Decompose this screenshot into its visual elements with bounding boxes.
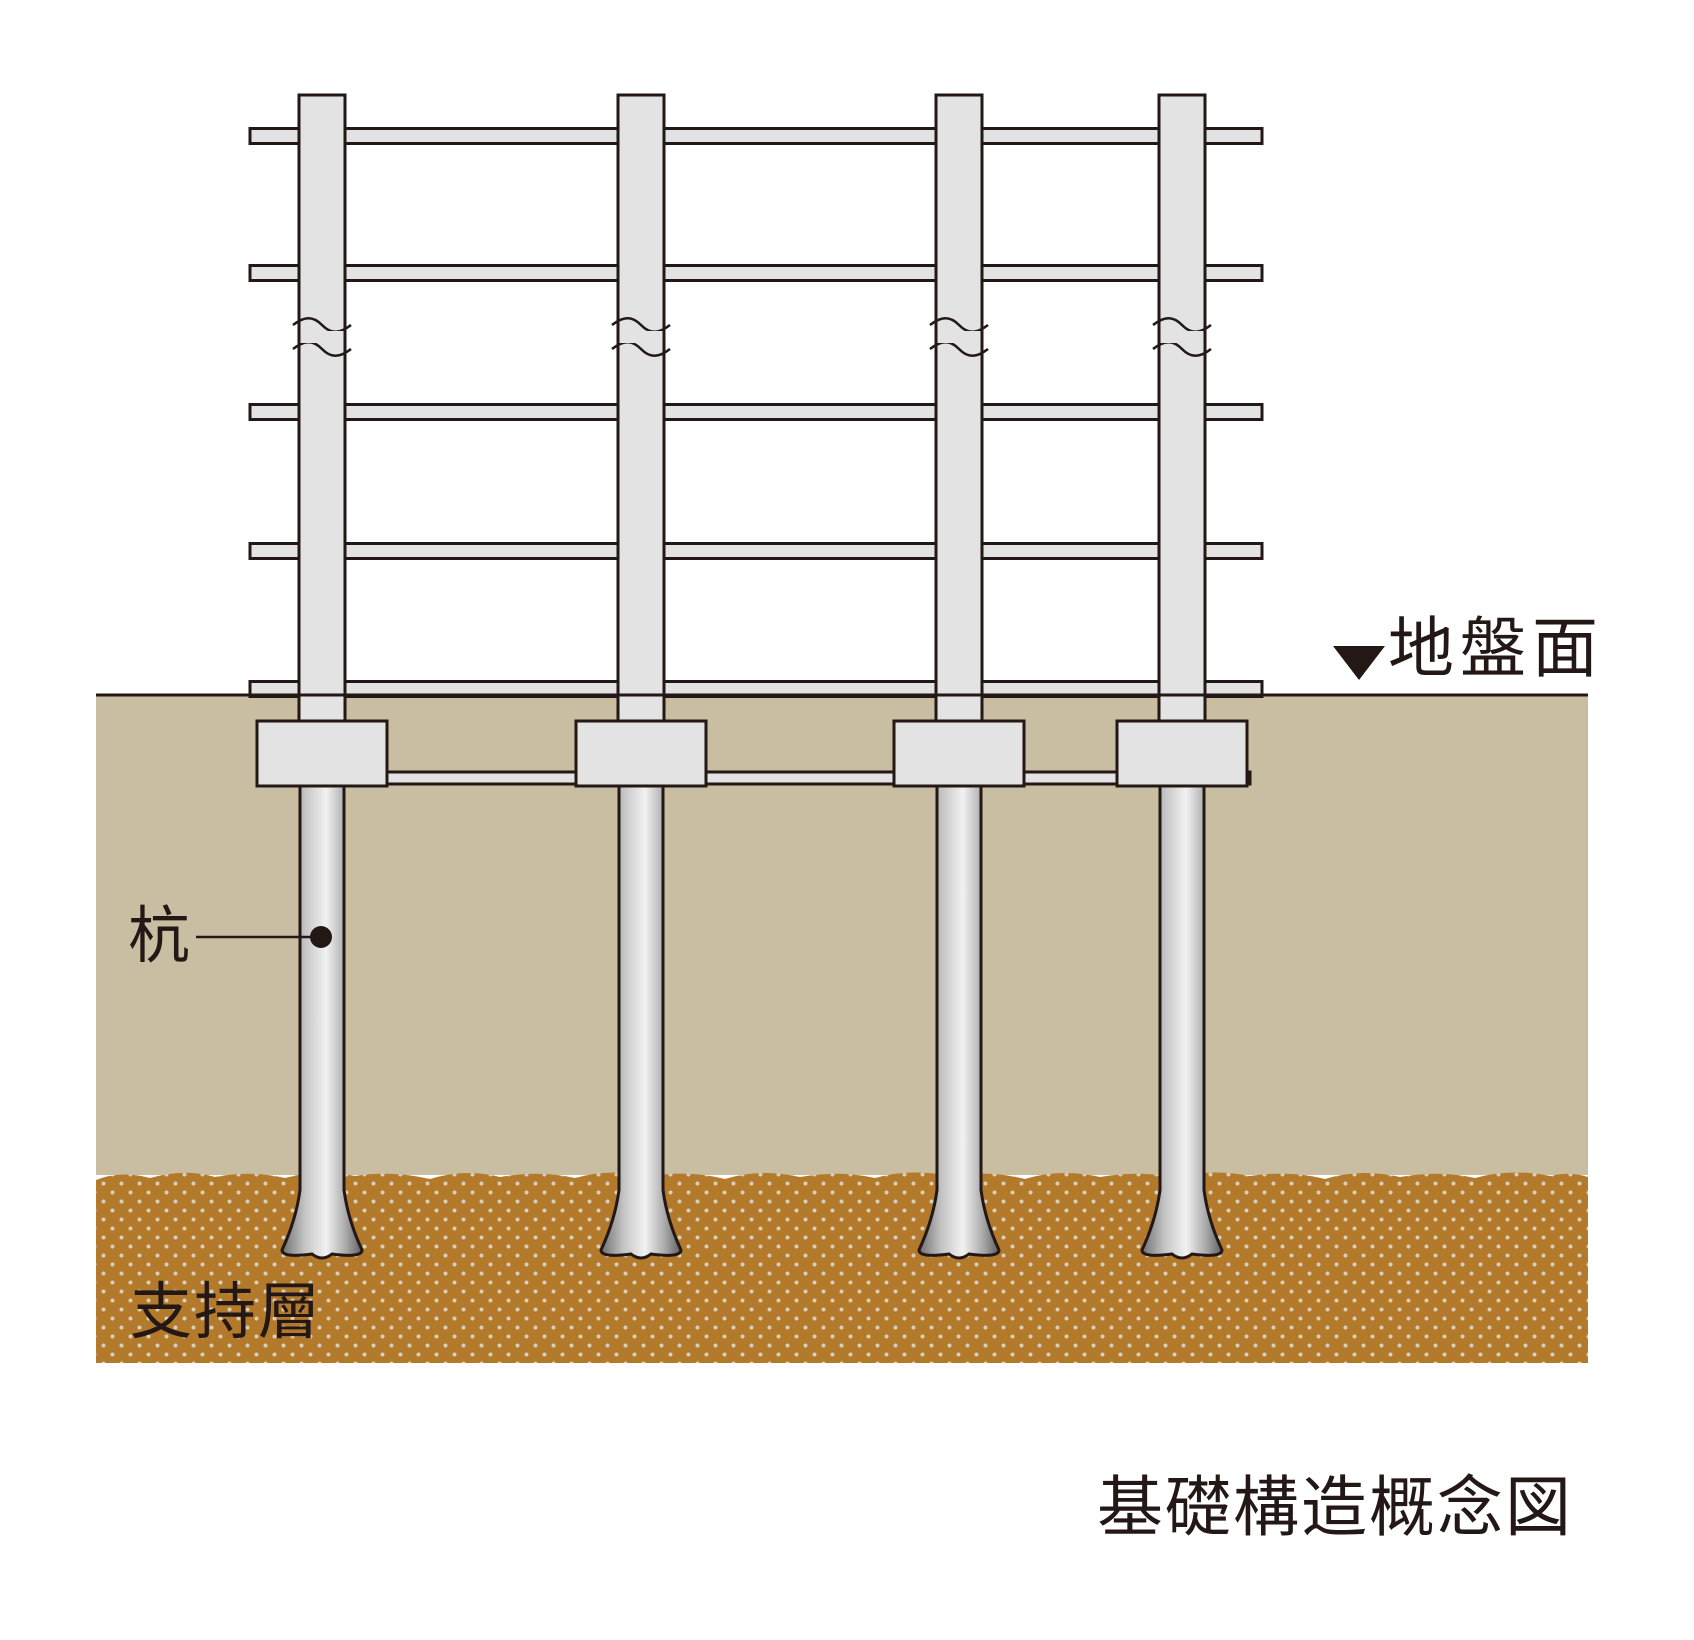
floor-beam bbox=[248, 542, 1264, 560]
wavy-break-icon bbox=[611, 341, 671, 357]
pile bbox=[280, 782, 364, 1260]
wavy-break-icon bbox=[292, 341, 352, 357]
bearing-layer-label: 支持層 bbox=[130, 1275, 322, 1348]
wavy-break-icon bbox=[611, 317, 671, 333]
pile bbox=[599, 782, 683, 1260]
pile-cap bbox=[892, 719, 1026, 788]
break-marks bbox=[292, 317, 1212, 357]
ground-surface-label: 地盤面 bbox=[1388, 610, 1604, 687]
floor-beam bbox=[248, 127, 1264, 145]
pile-cap bbox=[1115, 719, 1249, 788]
pile bbox=[1140, 782, 1224, 1260]
column bbox=[934, 93, 984, 732]
break-gap bbox=[1160, 331, 1204, 343]
column bbox=[1157, 93, 1207, 732]
wavy-break-icon bbox=[292, 317, 352, 333]
wavy-break-icon bbox=[1152, 317, 1212, 333]
floor-beam bbox=[248, 264, 1264, 282]
foundation bbox=[255, 719, 1252, 1260]
pile-cap bbox=[255, 719, 389, 788]
pile-label: 杭 bbox=[128, 899, 190, 972]
break-gap bbox=[300, 331, 344, 343]
pile-cap bbox=[574, 719, 708, 788]
pile bbox=[917, 782, 1001, 1260]
building-frame bbox=[248, 93, 1264, 732]
break-gap bbox=[619, 331, 663, 343]
diagram-caption: 基礎構造概念図 bbox=[1097, 1469, 1573, 1546]
bearing-layer bbox=[96, 1172, 1588, 1363]
break-gap bbox=[937, 331, 981, 343]
wavy-break-icon bbox=[929, 317, 989, 333]
down-triangle-icon bbox=[1333, 646, 1385, 680]
leader-dot-icon bbox=[310, 926, 332, 948]
wavy-break-icon bbox=[1152, 341, 1212, 357]
wavy-break-icon bbox=[929, 341, 989, 357]
column bbox=[616, 93, 666, 732]
column bbox=[297, 93, 347, 732]
floor-beam bbox=[248, 403, 1264, 421]
